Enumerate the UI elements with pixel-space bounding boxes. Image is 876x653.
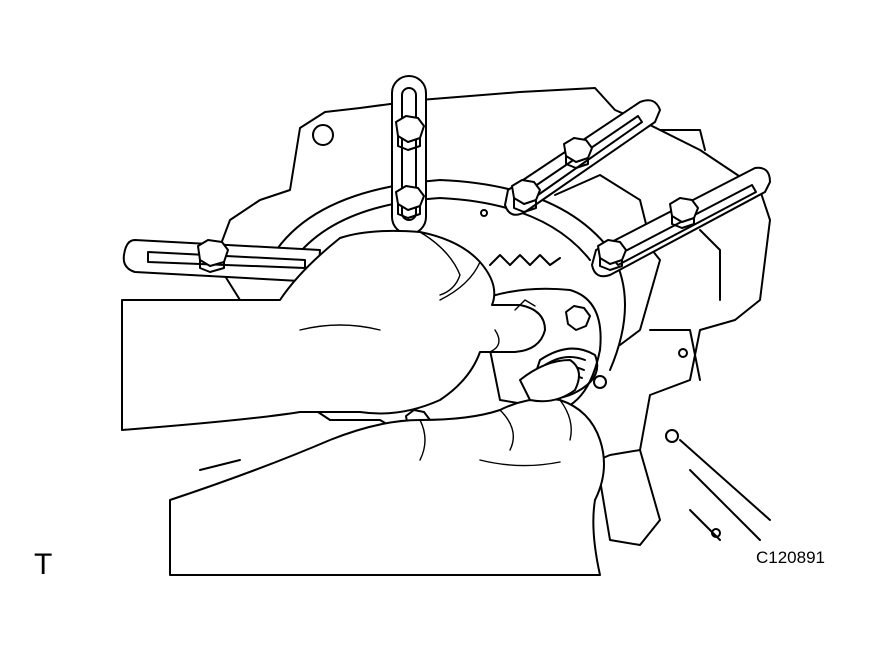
bolt-6 bbox=[597, 239, 627, 271]
bolt-5 bbox=[669, 197, 699, 229]
bolt-13 bbox=[593, 375, 607, 389]
figure-code: C120891 bbox=[756, 548, 826, 567]
bolt-12 bbox=[665, 429, 679, 443]
bolt-10 bbox=[565, 305, 591, 331]
upper-hand bbox=[121, 229, 546, 431]
bolt-4 bbox=[511, 179, 541, 213]
bolt-1 bbox=[395, 115, 425, 151]
lower-hand bbox=[169, 359, 605, 576]
bolt-7 bbox=[197, 239, 229, 273]
orientation-mark: T bbox=[34, 548, 53, 581]
bolt-3 bbox=[563, 137, 593, 169]
bolt-2 bbox=[395, 185, 425, 219]
